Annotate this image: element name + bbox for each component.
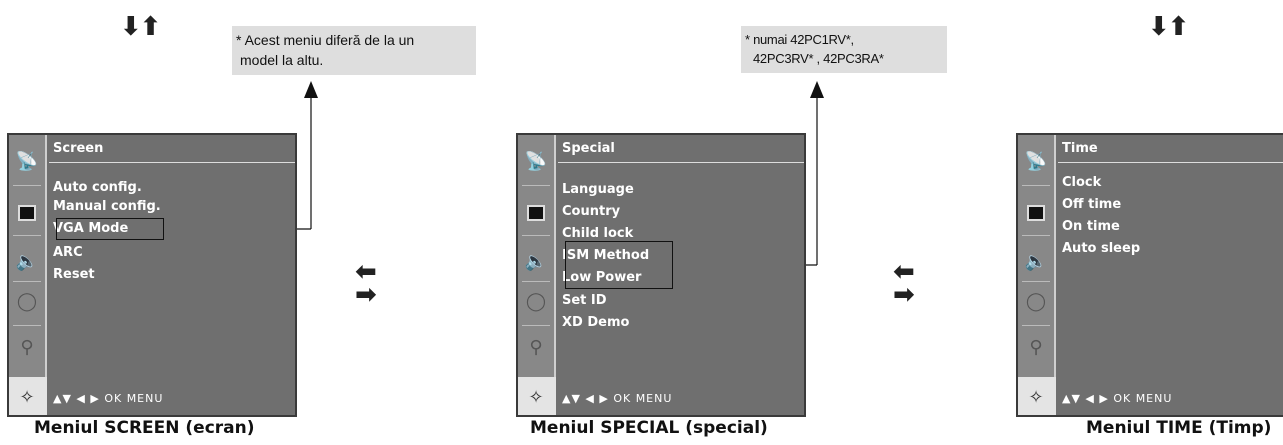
menu-item-auto-sleep[interactable]: Auto sleep <box>1062 241 1141 256</box>
time-menu: 📡 🔈 ◯ ⚲ ✧ Time Clock Off time On time Au… <box>1016 133 1283 417</box>
speaker-icon: 🔈 <box>15 251 39 272</box>
menu-item-vga-mode[interactable]: VGA Mode <box>53 221 129 236</box>
screen-menu: 📡 🔈 ◯ ⚲ ✧ Screen Auto config. Manual con… <box>7 133 297 417</box>
satellite-dish-icon: ✧ <box>1028 387 1044 408</box>
picture-icon <box>18 205 36 221</box>
note-line: 42PC3RV* , 42PC3RA* <box>753 51 884 66</box>
menu-selected-slot <box>518 377 556 415</box>
special-menu: 📡 🔈 ◯ ⚲ ✧ Special Language Country Child… <box>516 133 806 417</box>
satellite-dish-icon: ✧ <box>19 387 35 408</box>
menu-title: Time <box>1062 141 1098 156</box>
right-arrow-icon: ➡ <box>355 280 377 310</box>
menu-item-reset[interactable]: Reset <box>53 267 95 282</box>
menu-icon-column: 📡 🔈 ◯ ⚲ ✧ <box>1018 135 1056 415</box>
menu-title: Special <box>562 141 615 156</box>
note-line: model la altu. <box>240 52 324 68</box>
menu-icon-column: 📡 🔈 ◯ ⚲ ✧ <box>9 135 47 415</box>
caption-screen-menu: Meniul SCREEN (ecran) <box>34 418 255 438</box>
menu-item-low-power[interactable]: Low Power <box>562 270 642 285</box>
disc-icon: ◯ <box>16 291 38 312</box>
satellite-icon: 📡 <box>524 151 548 172</box>
caption-time-menu: Meniul TIME (Timp) <box>1086 418 1272 438</box>
menu-item-manual-config[interactable]: Manual config. <box>53 199 161 214</box>
menu-item-xd-demo[interactable]: XD Demo <box>562 315 630 330</box>
right-arrow-icon: ➡ <box>893 280 915 310</box>
menu-nav-hint: ▲▼ ◀ ▶ OK MENU <box>1062 392 1173 405</box>
highlight-box-ism-low-power <box>565 241 673 289</box>
speaker-icon: 🔈 <box>524 251 548 272</box>
menu-icon-column: 📡 🔈 ◯ ⚲ ✧ <box>518 135 556 415</box>
menu-item-country[interactable]: Country <box>562 204 621 219</box>
left-arrow-icon: ⬅ <box>893 257 915 287</box>
up-down-arrows-icon: ⬇⬆ <box>120 12 162 42</box>
satellite-dish-icon: ✧ <box>528 387 544 408</box>
picture-icon <box>1027 205 1045 221</box>
key-icon: ⚲ <box>529 337 543 358</box>
menu-item-child-lock[interactable]: Child lock <box>562 226 634 241</box>
caption-special-menu: Meniul SPECIAL (special) <box>530 418 768 438</box>
note-line: * numai 42PC1RV*, <box>745 32 854 47</box>
menu-item-clock[interactable]: Clock <box>1062 175 1102 190</box>
menu-item-set-id[interactable]: Set ID <box>562 293 607 308</box>
menu-nav-hint: ▲▼ ◀ ▶ OK MENU <box>562 392 673 405</box>
menu-item-language[interactable]: Language <box>562 182 634 197</box>
left-arrow-icon: ⬅ <box>355 257 377 287</box>
menu-selected-slot <box>9 377 47 415</box>
menu-selected-slot <box>1018 377 1056 415</box>
note-screen: * Acest meniu diferă de la un model la a… <box>232 26 476 75</box>
menu-item-ism-method[interactable]: ISM Method <box>562 248 650 263</box>
key-icon: ⚲ <box>1029 337 1043 358</box>
menu-item-auto-config[interactable]: Auto config. <box>53 180 142 195</box>
menu-title: Screen <box>53 141 104 156</box>
menu-nav-hint: ▲▼ ◀ ▶ OK MENU <box>53 392 164 405</box>
picture-icon <box>527 205 545 221</box>
up-down-arrows-icon: ⬇⬆ <box>1148 12 1190 42</box>
disc-icon: ◯ <box>1025 291 1047 312</box>
satellite-icon: 📡 <box>15 151 39 172</box>
menu-item-off-time[interactable]: Off time <box>1062 197 1122 212</box>
speaker-icon: 🔈 <box>1024 251 1048 272</box>
menu-item-arc[interactable]: ARC <box>53 245 83 260</box>
note-line: * Acest meniu diferă de la un <box>236 32 415 48</box>
highlight-box-vga-mode <box>56 218 164 240</box>
satellite-icon: 📡 <box>1024 151 1048 172</box>
menu-item-on-time[interactable]: On time <box>1062 219 1120 234</box>
note-special: * numai 42PC1RV*, 42PC3RV* , 42PC3RA* <box>741 26 947 73</box>
disc-icon: ◯ <box>525 291 547 312</box>
key-icon: ⚲ <box>20 337 34 358</box>
